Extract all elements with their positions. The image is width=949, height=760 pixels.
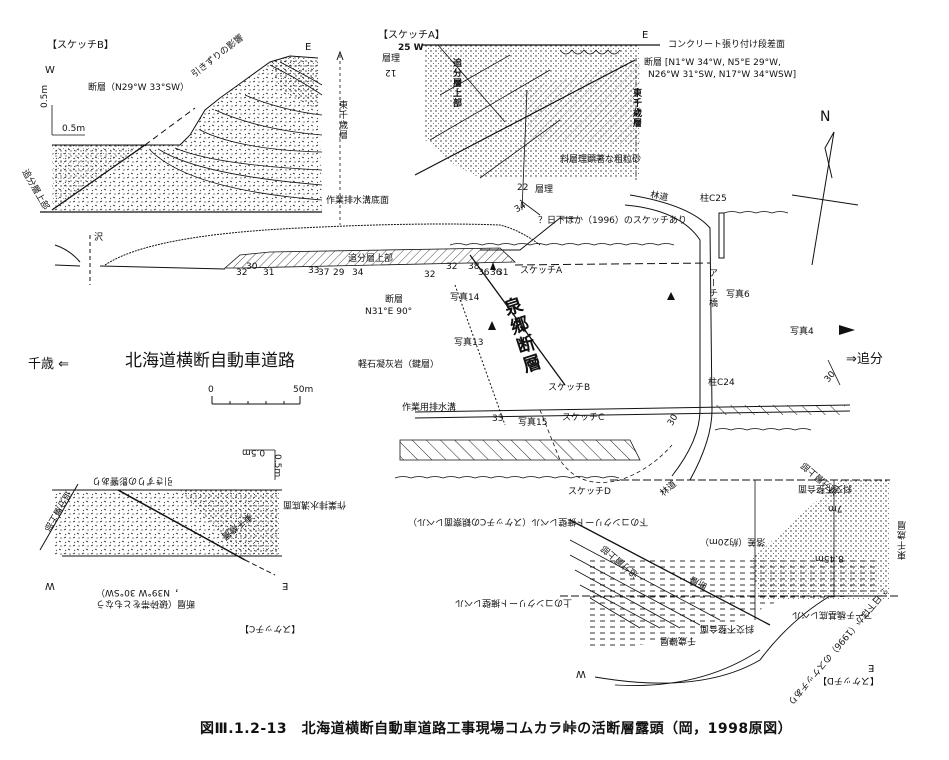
sketch-b-scale-h: 0.5m (62, 124, 86, 134)
north-arrow (791, 131, 859, 266)
sketch-c-drain-bottom: 作業排水溝底面 (283, 499, 347, 509)
sketch-a-fault-2: N26°W 31°SW, N17°W 34°WSW] (648, 70, 797, 80)
sketch-point-c: スケッチC (562, 413, 605, 423)
sketch-b-higashi-chitose: 東千歳層 (337, 100, 347, 140)
sketch-d-higashi-chitose: 東千歳層 (898, 520, 908, 560)
sketch-d-east: E (868, 662, 875, 673)
sketch-d-drawing (560, 479, 900, 686)
sketch-d-offset: 落差（約20m） (700, 536, 766, 546)
strike-dip-value: 30 (246, 262, 258, 272)
sketch-b-west: W (45, 65, 55, 76)
sketch-a-title: 【スケッチA】 (378, 30, 445, 41)
strike-dip-value: 34 (352, 268, 364, 278)
strike-dip-value: 38 (468, 262, 480, 272)
strike-dip-value: 33 (492, 414, 504, 424)
photo-14: 写真14 (450, 293, 480, 303)
strike-dip-value: 32 (424, 270, 436, 280)
strike-dip-value: 36 (490, 268, 502, 278)
sketch-c-fault: 断層（破砕帯をともなう (96, 598, 196, 608)
strike-dip-value: 33 (308, 266, 320, 276)
sketch-point-d: スケッチD (568, 487, 611, 497)
photo-13: 写真13 (454, 338, 484, 348)
direction-chitose: 千歳 ⇐ (28, 357, 70, 372)
photo-15: 写真15 (518, 418, 548, 428)
photo-4: 写真4 (790, 327, 814, 337)
strike-dip-value: 31 (263, 268, 275, 278)
sketch-c-fault-2: ，N39°W 30°SW） (96, 587, 180, 597)
sketch-a-fault: 断層 [N1°W 34°W, N5°E 29°W, (644, 58, 781, 68)
sketch-point-a: スケッチA (520, 266, 563, 276)
sketch-d-west: W (576, 668, 586, 679)
scale-start: 0 (208, 385, 214, 395)
road-title: 北海道横断自動車道路 (125, 351, 295, 371)
strike-dip-value: 37 (318, 268, 330, 278)
sketch-c-west: W (45, 580, 55, 591)
strike-dip-value: 32 (446, 262, 458, 272)
other-sketch-note: ？日下ほか（1996）のスケッチあり (538, 216, 687, 226)
sketch-a-cross-bedded-sand: 斜層理顕著な粗粒砂 (560, 155, 642, 165)
scale-end: 50m (293, 385, 314, 395)
sketch-b-scale-v: 0.5m (40, 84, 50, 108)
pillar-c25: 柱C25 (700, 194, 727, 204)
sketch-d-upper-concrete: 上のコンクリート擁壁レベル (455, 597, 573, 607)
sketch-a-bedding-bottom: 層理 (535, 185, 554, 195)
sketch-a-attitude-top: 25 W (398, 43, 424, 53)
sketch-d-chitose-gravel: 千歳礫層 (660, 635, 697, 645)
scale-bar (211, 396, 301, 405)
sketch-b-east: E (305, 42, 312, 53)
sketch-d-lower-concrete: 下のコンクリート擁壁レベル（スケッチCの観察面レベル） (408, 516, 649, 526)
direction-oiwake: ⇒追分 (846, 352, 883, 367)
sketch-a-drawing (414, 44, 660, 216)
strike-dip-value: 32 (236, 268, 248, 278)
sketch-c-scale-h: 0.5m (242, 447, 266, 457)
drain-label: 作業用排水溝 (402, 403, 457, 413)
pillar-c24: 柱C24 (708, 378, 735, 388)
sketch-b-drain-bottom: 作業排水溝底面 (326, 196, 390, 206)
strike-dip-value: 31 (497, 268, 509, 278)
sawa-label: 沢 (94, 233, 104, 243)
sketch-d-unconformity-bottom: 斜交不整合面 (700, 623, 755, 633)
sketch-b-drawing (40, 50, 344, 225)
figure-caption: 図Ⅲ.1.2-13 北海道横断自動車道路工事現場コムカラ峠の活断層露頭（岡，19… (200, 721, 793, 737)
sketch-a-bedding-left: 層理 (382, 54, 401, 64)
plan-map (54, 194, 855, 483)
sketch-b-fault: 断層（N29°W 33°SW） (88, 83, 190, 93)
sketch-c-east: E (282, 580, 289, 591)
sketch-d-unconformity-top: 斜交不整合面 (798, 483, 853, 493)
photo-6: 写真6 (726, 290, 750, 300)
north-label: N (820, 109, 831, 125)
sketch-d-title: 【スケッチD】 (818, 675, 879, 685)
sketch-b-title: 【スケッチB】 (47, 40, 114, 51)
sketch-a-higashi-chitose: 東千歳層 (631, 88, 641, 128)
strike-dip-value: 36 (478, 268, 490, 278)
sketch-d-offset-845m: 8.45m (815, 553, 844, 563)
sketch-a-dip-left: 12 (385, 67, 397, 77)
sketch-point-b: スケッチB (548, 383, 591, 393)
sketch-a-concrete: コンクリート張り付け段差面 (668, 40, 786, 50)
key-bed-label: 軽石凝灰岩（鍵層） (358, 360, 440, 370)
arch-bridge-label: アーチ橋 (707, 268, 717, 308)
small-fault-attitude: N31°E 90° (365, 307, 413, 317)
sketch-a-east: E (642, 30, 649, 41)
sketch-c-title: 【スケッチC】 (240, 623, 301, 633)
sketch-a-upper-member: 追分層上部 (451, 58, 461, 108)
sketch-a-dip-bottom: 22 (517, 183, 529, 193)
sketch-c-drawing (39, 449, 282, 576)
upper-member-label: 追分層上部 (348, 254, 394, 264)
sketch-d-offset-7m: 7m (828, 503, 843, 513)
sketch-c-drag: 引きずりの影響あり (92, 475, 174, 485)
sketch-c-scale-v: 0.5m (272, 454, 282, 478)
strike-dip-value: 29 (333, 268, 345, 278)
small-fault-name: 断層 (385, 295, 404, 305)
